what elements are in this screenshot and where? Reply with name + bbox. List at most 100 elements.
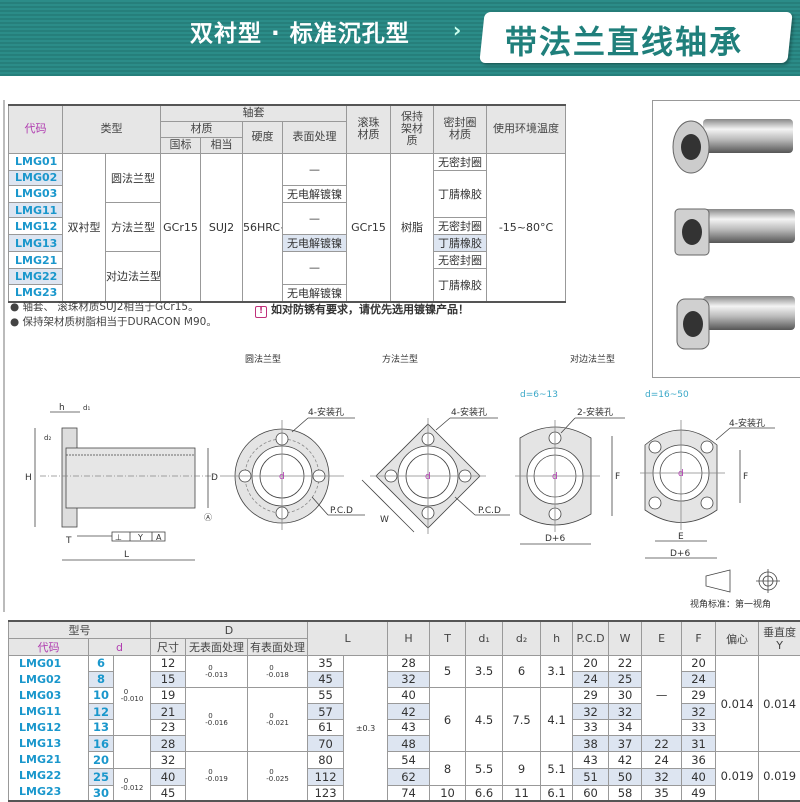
cell-L: 55 bbox=[308, 687, 344, 704]
cell-D: 15 bbox=[151, 671, 186, 687]
cell-D: 32 bbox=[151, 752, 186, 769]
header-h: h bbox=[541, 621, 573, 656]
cell-F: 29 bbox=[682, 687, 716, 704]
cut-large-F-label: F bbox=[743, 472, 748, 482]
cell-pcd: 51 bbox=[573, 769, 609, 786]
cell-E: 32 bbox=[642, 769, 682, 786]
cell-d1: 6.6 bbox=[466, 785, 503, 801]
d2-label: d₂ bbox=[44, 434, 51, 442]
cell-W: 34 bbox=[609, 720, 642, 736]
cell-L: 57 bbox=[308, 704, 344, 720]
H-label: H bbox=[25, 473, 32, 483]
cell-D_tol_plated: 0-0.018 bbox=[248, 656, 308, 688]
cell-d2: 9 bbox=[503, 752, 541, 785]
header-banner: 双衬型 · 标准沉孔型 › 带法兰直线轴承 bbox=[0, 0, 800, 76]
cell-d: 30 bbox=[89, 785, 114, 801]
cut-large-d-label: d bbox=[678, 469, 684, 479]
header-eccentricity: 偏心 bbox=[716, 621, 759, 656]
square-d-label: d bbox=[425, 472, 431, 482]
tolerance-lower: -0.021 bbox=[266, 720, 289, 727]
round-pcd-label: P.C.D bbox=[330, 506, 353, 516]
cell-retainer: 树脂 bbox=[391, 153, 434, 302]
cell-flange: 圆法兰型 bbox=[106, 153, 161, 202]
header-equiv: 相当 bbox=[201, 137, 243, 153]
tolerance-lower: -0.016 bbox=[205, 720, 228, 727]
side-view-drawing bbox=[35, 412, 215, 560]
cell-surface: 无电解镀镍 bbox=[283, 284, 347, 302]
cut-flange-small-drawing bbox=[515, 418, 625, 544]
cell-H: 40 bbox=[388, 687, 430, 704]
tolerance-lower: -0.025 bbox=[266, 776, 289, 783]
d1-label: d₁ bbox=[83, 404, 90, 412]
cell-W: 25 bbox=[609, 671, 642, 687]
cell-H: 42 bbox=[388, 704, 430, 720]
cell-L: 35 bbox=[308, 656, 344, 672]
tolerance: 0-0.019 bbox=[205, 769, 228, 783]
cell-seal: 无密封圈 bbox=[434, 252, 487, 269]
cell-d_tol: 0-0.012 bbox=[114, 769, 151, 801]
cell-D_tol_plated: 0-0.025 bbox=[248, 752, 308, 801]
warning-text: 如对防锈有要求，请优先选用镀镍产品！ bbox=[271, 303, 469, 316]
cell-pcd: 32 bbox=[573, 704, 609, 720]
tolerance: 0-0.013 bbox=[205, 665, 228, 679]
cell-h: 4.1 bbox=[541, 687, 573, 752]
cell-F: 20 bbox=[682, 656, 716, 672]
notes: ● 轴套、 滚珠材质SUJ2相当于GCr15。 ● 保持架材质树脂相当于DURA… bbox=[10, 300, 217, 330]
technical-drawings: 圆法兰型 方法兰型 对边法兰型 d=6~13 d=16~50 4-安装孔 4-安… bbox=[0, 340, 800, 618]
cell-hardness: 56HRC~ bbox=[243, 153, 283, 302]
cell-W: 32 bbox=[609, 704, 642, 720]
cell-L: 45 bbox=[308, 671, 344, 687]
cut-small-d-label: d bbox=[552, 472, 558, 482]
warning: !如对防锈有要求，请优先选用镀镍产品！ bbox=[255, 301, 469, 318]
round-flange-label: 圆法兰型 bbox=[245, 353, 281, 365]
cell-D: 40 bbox=[151, 769, 186, 786]
cell-F: 49 bbox=[682, 785, 716, 801]
round-flange-bearing-photo bbox=[673, 119, 793, 173]
cell-surface: 无电解镀镍 bbox=[283, 235, 347, 252]
cell-perp: 0.019 bbox=[759, 752, 800, 801]
cell-code: LMG03 bbox=[9, 185, 63, 202]
cell-W: 22 bbox=[609, 656, 642, 672]
tolerance: 0-0.025 bbox=[266, 769, 289, 783]
tolerance: 0-0.012 bbox=[121, 778, 144, 792]
cell-surface: — bbox=[283, 202, 347, 234]
datum-A-label: Ⓐ bbox=[204, 513, 212, 522]
cell-d2: 11 bbox=[503, 785, 541, 801]
first-angle-projection-icon bbox=[706, 569, 780, 593]
cell-D: 12 bbox=[151, 656, 186, 672]
cut-small-holes-label: 2-安装孔 bbox=[577, 406, 613, 418]
cell-pcd: 38 bbox=[573, 735, 609, 752]
cell-L: 123 bbox=[308, 785, 344, 801]
tolerance-lower: -0.012 bbox=[121, 785, 144, 792]
cell-T: 5 bbox=[430, 656, 466, 688]
table-row: LMG01 LMG02 LMG03 LMG11 LMG12 LMG13 LMG2… bbox=[9, 656, 800, 672]
square-pcd-label: P.C.D bbox=[478, 506, 501, 516]
cell-surface: — bbox=[283, 153, 347, 185]
cell-E: 35 bbox=[642, 785, 682, 801]
header-sleeve: 轴套 bbox=[161, 105, 347, 121]
cell-F: 24 bbox=[682, 671, 716, 687]
cell-D: 19 bbox=[151, 687, 186, 704]
cell-H: 74 bbox=[388, 785, 430, 801]
note: ● 保持架材质树脂相当于DURACON M90。 bbox=[10, 315, 217, 330]
cell-pcd: 24 bbox=[573, 671, 609, 687]
cell-codes: LMG01 LMG02 LMG03 LMG11 LMG12 LMG13 LMG2… bbox=[9, 656, 89, 802]
cell-D_tol_plain: 0-0.013 bbox=[186, 656, 248, 688]
cell-H: 62 bbox=[388, 769, 430, 786]
cell-d: 6 bbox=[89, 656, 114, 672]
tolerance: 0-0.021 bbox=[266, 713, 289, 727]
cell-surface: 无电解镀镍 bbox=[283, 185, 347, 202]
cell-code: LMG01 bbox=[9, 153, 63, 170]
cell-D_tol_plain: 0-0.019 bbox=[186, 752, 248, 801]
cell-d: 10 bbox=[89, 687, 114, 704]
banner-subtitle: 双衬型 · 标准沉孔型 bbox=[190, 14, 410, 48]
cell-E: 22 bbox=[642, 735, 682, 752]
cell-d: 16 bbox=[89, 735, 114, 752]
cell-E: 24 bbox=[642, 752, 682, 769]
cell-equiv: SUJ2 bbox=[201, 153, 243, 302]
header-size: 尺寸 bbox=[151, 639, 186, 656]
cell-surface: — bbox=[283, 252, 347, 284]
cell-h: 5.1 bbox=[541, 752, 573, 785]
cell-d1: 5.5 bbox=[466, 752, 503, 785]
